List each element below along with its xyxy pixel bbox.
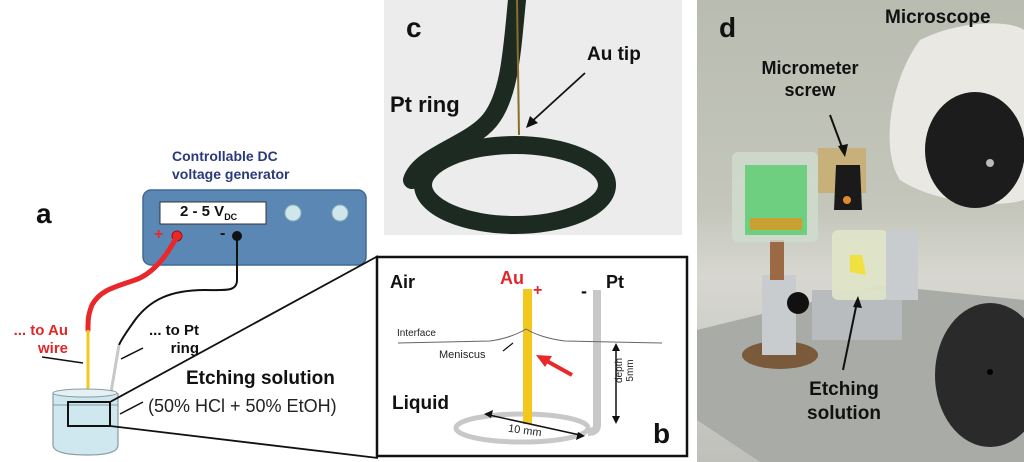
generator-knob-1: [284, 204, 302, 222]
micrometer-screw-label: Micrometer screw: [747, 57, 873, 101]
au-tip-label: Au tip: [587, 44, 641, 65]
interface-line: [397, 328, 663, 344]
generator-title-line2: voltage generator: [172, 166, 290, 182]
pt-label: Pt: [606, 272, 624, 292]
au-wire-b: [523, 289, 532, 424]
voltage-subscript: DC: [224, 212, 238, 222]
micrometer-line2: screw: [784, 80, 836, 100]
micrometer-arrow: [829, 114, 844, 151]
liquid-label: Liquid: [392, 393, 449, 414]
zoom-region-box: [67, 401, 111, 427]
interface-label: Interface: [397, 328, 436, 339]
to-pt-ring-label: ... to Pt ring: [143, 322, 199, 358]
leader-to-etching-solution: [119, 401, 144, 415]
to-pt-line2: ring: [170, 340, 199, 357]
etching-line2: solution: [807, 403, 881, 424]
microscope-objective: [925, 92, 1024, 208]
pt-ring-label: Pt ring: [390, 92, 460, 117]
beaker-rim: [52, 388, 118, 398]
panel-c-letter: c: [406, 12, 422, 43]
au-plus-sign: +: [533, 282, 543, 299]
etching-arrow: [842, 301, 858, 371]
au-tip-arrowhead: [526, 116, 538, 128]
au-label: Au: [500, 268, 524, 288]
meniscus-label: Meniscus: [439, 349, 486, 361]
pt-wire-b: [587, 290, 601, 436]
etching-arrowhead: [853, 296, 862, 308]
micrometer-dial: [843, 196, 851, 204]
left-post: [762, 275, 796, 355]
depth-arrowhead-top: [612, 343, 620, 351]
gold-coil: [750, 218, 802, 230]
diameter-arrowhead-left: [484, 410, 493, 418]
micrometer-screw-body: [834, 165, 862, 210]
micrometer-arrowhead: [838, 144, 848, 157]
etching-solution-title: Etching solution: [186, 368, 335, 389]
diameter-arrowhead-right: [576, 432, 585, 440]
to-au-wire-label: ... to Au wire: [2, 322, 68, 358]
focus-knob: [935, 303, 1024, 447]
generator-title: Controllable DC voltage generator: [172, 147, 289, 183]
red-wire: [85, 233, 180, 333]
voltage-display-text: 2 - 5 VDC: [180, 203, 237, 222]
meniscus-leader: [502, 342, 514, 352]
generator-knob-2: [331, 204, 349, 222]
voltage-display: [159, 201, 267, 225]
yellow-sample: [850, 255, 866, 275]
panel-b-letter: b: [653, 418, 671, 449]
zoom-projection-top: [109, 255, 379, 403]
generator-title-line1: Controllable DC: [172, 148, 278, 164]
beaker: [52, 393, 119, 456]
etching-line1: Etching: [809, 379, 879, 400]
panel-a-drawing: [41, 189, 379, 459]
air-label: Air: [390, 272, 416, 292]
voltage-range: 2 - 5 V: [180, 203, 225, 220]
pt-minus-sign: -: [581, 281, 587, 301]
micrometer-line1: Micrometer: [761, 58, 859, 78]
etching-solution-label-d: Etching solution: [790, 378, 898, 426]
plus-sign: +: [154, 226, 164, 243]
to-au-line2: wire: [37, 340, 68, 357]
red-arrowhead: [536, 355, 552, 367]
left-post-rod: [770, 240, 784, 280]
microscope-screw: [986, 159, 994, 167]
leader-to-pt-ring: [120, 347, 144, 360]
left-post-knob: [787, 292, 809, 314]
au-tip-arrow: [527, 72, 586, 126]
leader-to-au-wire: [41, 356, 84, 364]
panel-a-letter: a: [36, 198, 52, 229]
black-wire: [118, 236, 238, 346]
focus-knob-center: [987, 369, 993, 375]
au-tip-wire: [516, 0, 520, 136]
panel-d-letter: d: [719, 12, 737, 43]
etching-composition: (50% HCl + 50% EtOH): [148, 396, 337, 416]
red-arrow: [544, 358, 573, 377]
minus-sign: -: [220, 225, 226, 242]
to-pt-line1: ... to Pt: [149, 322, 199, 339]
diameter-arrow: [488, 414, 581, 436]
microscope-label: Microscope: [885, 7, 991, 28]
right-post: [886, 230, 918, 300]
pt-ring-loop: [414, 136, 616, 234]
to-au-line1: ... to Au: [13, 322, 68, 339]
depth-arrowhead-bottom: [612, 416, 620, 424]
zoom-projection-bottom: [109, 425, 379, 459]
